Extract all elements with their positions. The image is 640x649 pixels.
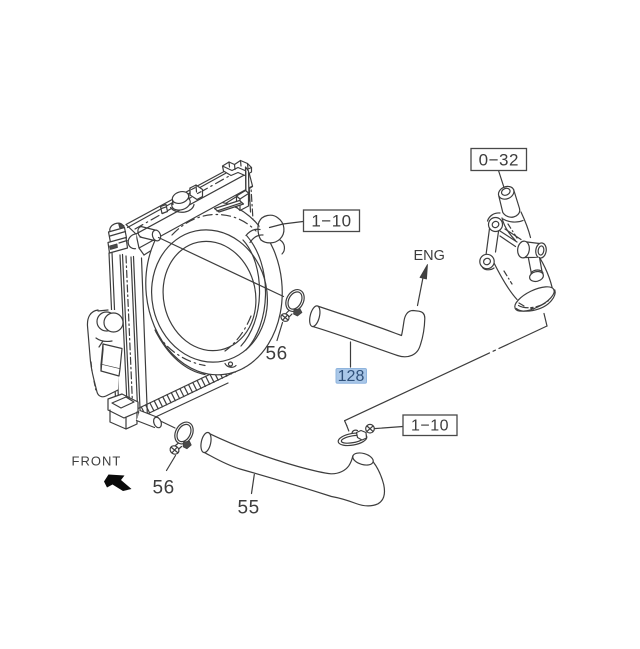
svg-text:1−10: 1−10: [311, 212, 351, 231]
svg-text:55: 55: [238, 498, 260, 519]
svg-text:FRONT: FRONT: [72, 454, 122, 469]
svg-text:128: 128: [338, 368, 365, 385]
svg-text:1−10: 1−10: [411, 418, 449, 435]
svg-text:0−32: 0−32: [479, 151, 519, 170]
svg-text:56: 56: [153, 478, 175, 499]
svg-text:56: 56: [266, 344, 288, 365]
svg-text:ENG: ENG: [414, 248, 445, 264]
